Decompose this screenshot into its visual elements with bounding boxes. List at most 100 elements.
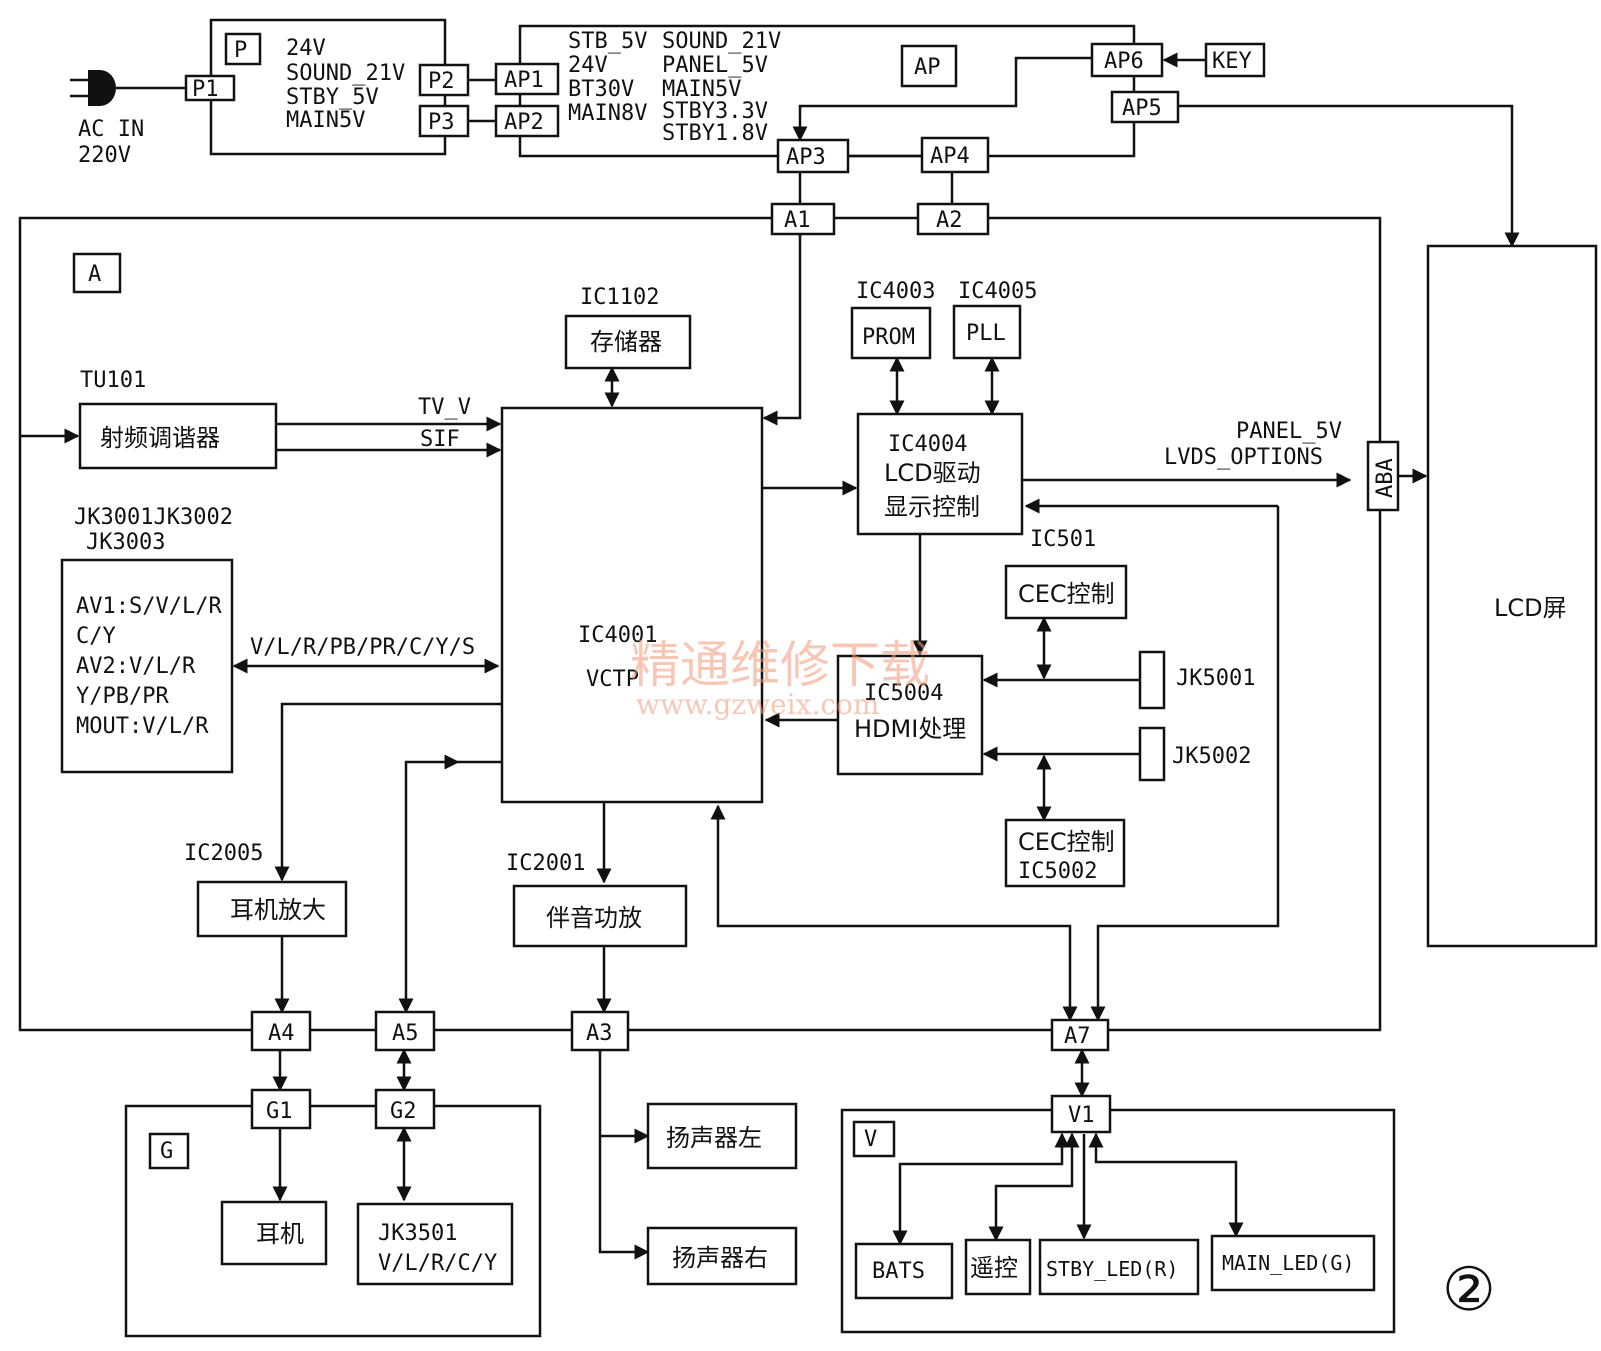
connector-a1-label: A1: [784, 208, 811, 233]
a-board-frame: [18, 216, 1382, 1032]
ap-board-tag: [900, 44, 958, 88]
v-board-frame: [840, 1108, 1396, 1334]
display-ctrl-label: 显示控制: [884, 493, 980, 521]
cec-ctrl-2-label: CEC控制: [1018, 828, 1115, 856]
a5-vctp-bus: [398, 754, 460, 1014]
connector-v1: [1050, 1094, 1112, 1134]
speaker-right: [646, 1226, 798, 1286]
ac-plug-icon: [70, 70, 186, 106]
led-ctrl-to-a7-right: [1090, 506, 1280, 1022]
p-rail-sound: SOUND_21V: [286, 61, 405, 86]
g-board-tag: [148, 1132, 190, 1170]
ic2005-label: IC2005: [184, 841, 263, 866]
connector-g2-label: G2: [390, 1099, 417, 1124]
jk-mout: MOUT:V/L/R: [76, 714, 209, 739]
bats-label: BATS: [872, 1259, 925, 1284]
cec-ctrl-1-block: [1004, 564, 1128, 620]
jk5002-label: JK5002: [1172, 744, 1251, 769]
key-board-label: KEY: [1212, 49, 1252, 74]
bats-v1-line: [892, 1132, 1070, 1246]
jk-av2: AV2:V/L/R: [76, 654, 196, 679]
p-board-tag: [224, 32, 262, 66]
headphone-block: [220, 1200, 328, 1266]
jk-title-2: JK3003: [86, 530, 165, 555]
p-rail-main: MAIN5V: [286, 108, 365, 133]
connector-ap3: [776, 138, 850, 174]
ic4005-label: IC4005: [958, 279, 1037, 304]
ic1102-label: IC1102: [580, 285, 659, 310]
a3-to-speaker-r: [598, 1050, 650, 1260]
connector-ap6: [1090, 42, 1164, 78]
p-rail-stby: STBY_5V: [286, 85, 379, 110]
hp-amp-block: [196, 880, 348, 938]
ac-voltage-label: 220V: [78, 143, 131, 168]
jk-title-1: JK3001JK3002: [74, 505, 233, 530]
connector-a2: [916, 202, 990, 236]
hdmi-proc-label: HDMI处理: [854, 715, 966, 743]
ap-board-label: AP: [914, 55, 941, 80]
remote-v1-line: [988, 1132, 1080, 1242]
sif-label: SIF: [420, 427, 460, 452]
stby-led-block: [1038, 1238, 1200, 1296]
av-bus-label: V/L/R/PB/PR/C/Y/S: [250, 635, 475, 660]
connector-a5-label: A5: [392, 1021, 419, 1046]
lvds-options-label: LVDS_OPTIONS: [1164, 445, 1323, 470]
jk3501-signals: V/L/R/C/Y: [378, 1251, 497, 1276]
connector-ap4-label: AP4: [930, 144, 970, 169]
ac-in-label: AC IN: [78, 117, 144, 142]
ic4001-label: IC4001: [578, 623, 657, 648]
connector-ap2: [494, 104, 560, 138]
connector-ap5: [1110, 90, 1180, 124]
hdmi-jack-jk5001: [1138, 650, 1166, 710]
jk5001-label: JK5001: [1176, 666, 1255, 691]
connector-a3-label: A3: [586, 1021, 613, 1046]
hdmi-jack-jk5002: [1138, 726, 1166, 782]
connector-v1-label: V1: [1068, 1103, 1095, 1128]
ap-rail-sound21v: SOUND_21V: [662, 29, 781, 54]
ic4004-label: IC4004: [888, 432, 967, 457]
headphone-label: 耳机: [256, 1220, 304, 1248]
ap-rail-stby33v: STBY3.3V: [662, 99, 768, 124]
a-board-label: A: [88, 262, 101, 287]
ap-rail-main5v: MAIN5V: [662, 77, 741, 102]
lcd-screen-label: LCD屏: [1494, 594, 1567, 622]
connector-ap3-label: AP3: [786, 145, 826, 170]
stby-led-label: STBY_LED(R): [1046, 1257, 1178, 1281]
tuner-block: [78, 402, 278, 470]
tuner-label: 射频调谐器: [100, 424, 220, 452]
connector-ap4: [920, 136, 990, 174]
jk-cy: C/Y: [76, 624, 116, 649]
connector-a1: [770, 202, 836, 236]
ic501-label: IC501: [1030, 527, 1096, 552]
watermark-url: www.gzweix.com: [636, 688, 879, 721]
connector-g1-label: G1: [266, 1099, 293, 1124]
speaker-left: [646, 1102, 798, 1170]
bats-block: [854, 1242, 954, 1300]
connector-ap1: [494, 62, 560, 96]
tu101-label: TU101: [80, 368, 146, 393]
g-board-frame: [124, 1104, 542, 1338]
cec-ctrl-1-label: CEC控制: [1018, 580, 1115, 608]
connector-a7: [1050, 1018, 1110, 1052]
connector-p3-label: P3: [428, 110, 455, 135]
ic4003-label: IC4003: [856, 279, 935, 304]
watermark-text: 精通维修下载: [630, 636, 930, 694]
a-board-tag: [72, 252, 122, 294]
remote-block: [964, 1238, 1032, 1296]
connector-g1: [250, 1088, 312, 1130]
ap-rail-24v: 24V: [568, 53, 608, 78]
v-board-label: V: [864, 1127, 877, 1152]
speaker-left-label: 扬声器左: [666, 1124, 762, 1152]
ic5002-label: IC5002: [1018, 859, 1097, 884]
prom-label: PROM: [862, 325, 915, 350]
jk-av1: AV1:S/V/L/R: [76, 594, 222, 619]
connector-p2-label: P2: [428, 69, 455, 94]
connector-p1-label: P1: [192, 77, 219, 102]
connector-ap5-label: AP5: [1122, 96, 1162, 121]
ic5004-label: IC5004: [864, 681, 943, 706]
ap5-to-lcd-line: [1178, 104, 1520, 248]
remote-label: 遥控: [970, 1254, 1018, 1282]
vctp-block: [500, 406, 764, 804]
g-board-label: G: [160, 1139, 173, 1164]
prom-block: [850, 306, 932, 360]
